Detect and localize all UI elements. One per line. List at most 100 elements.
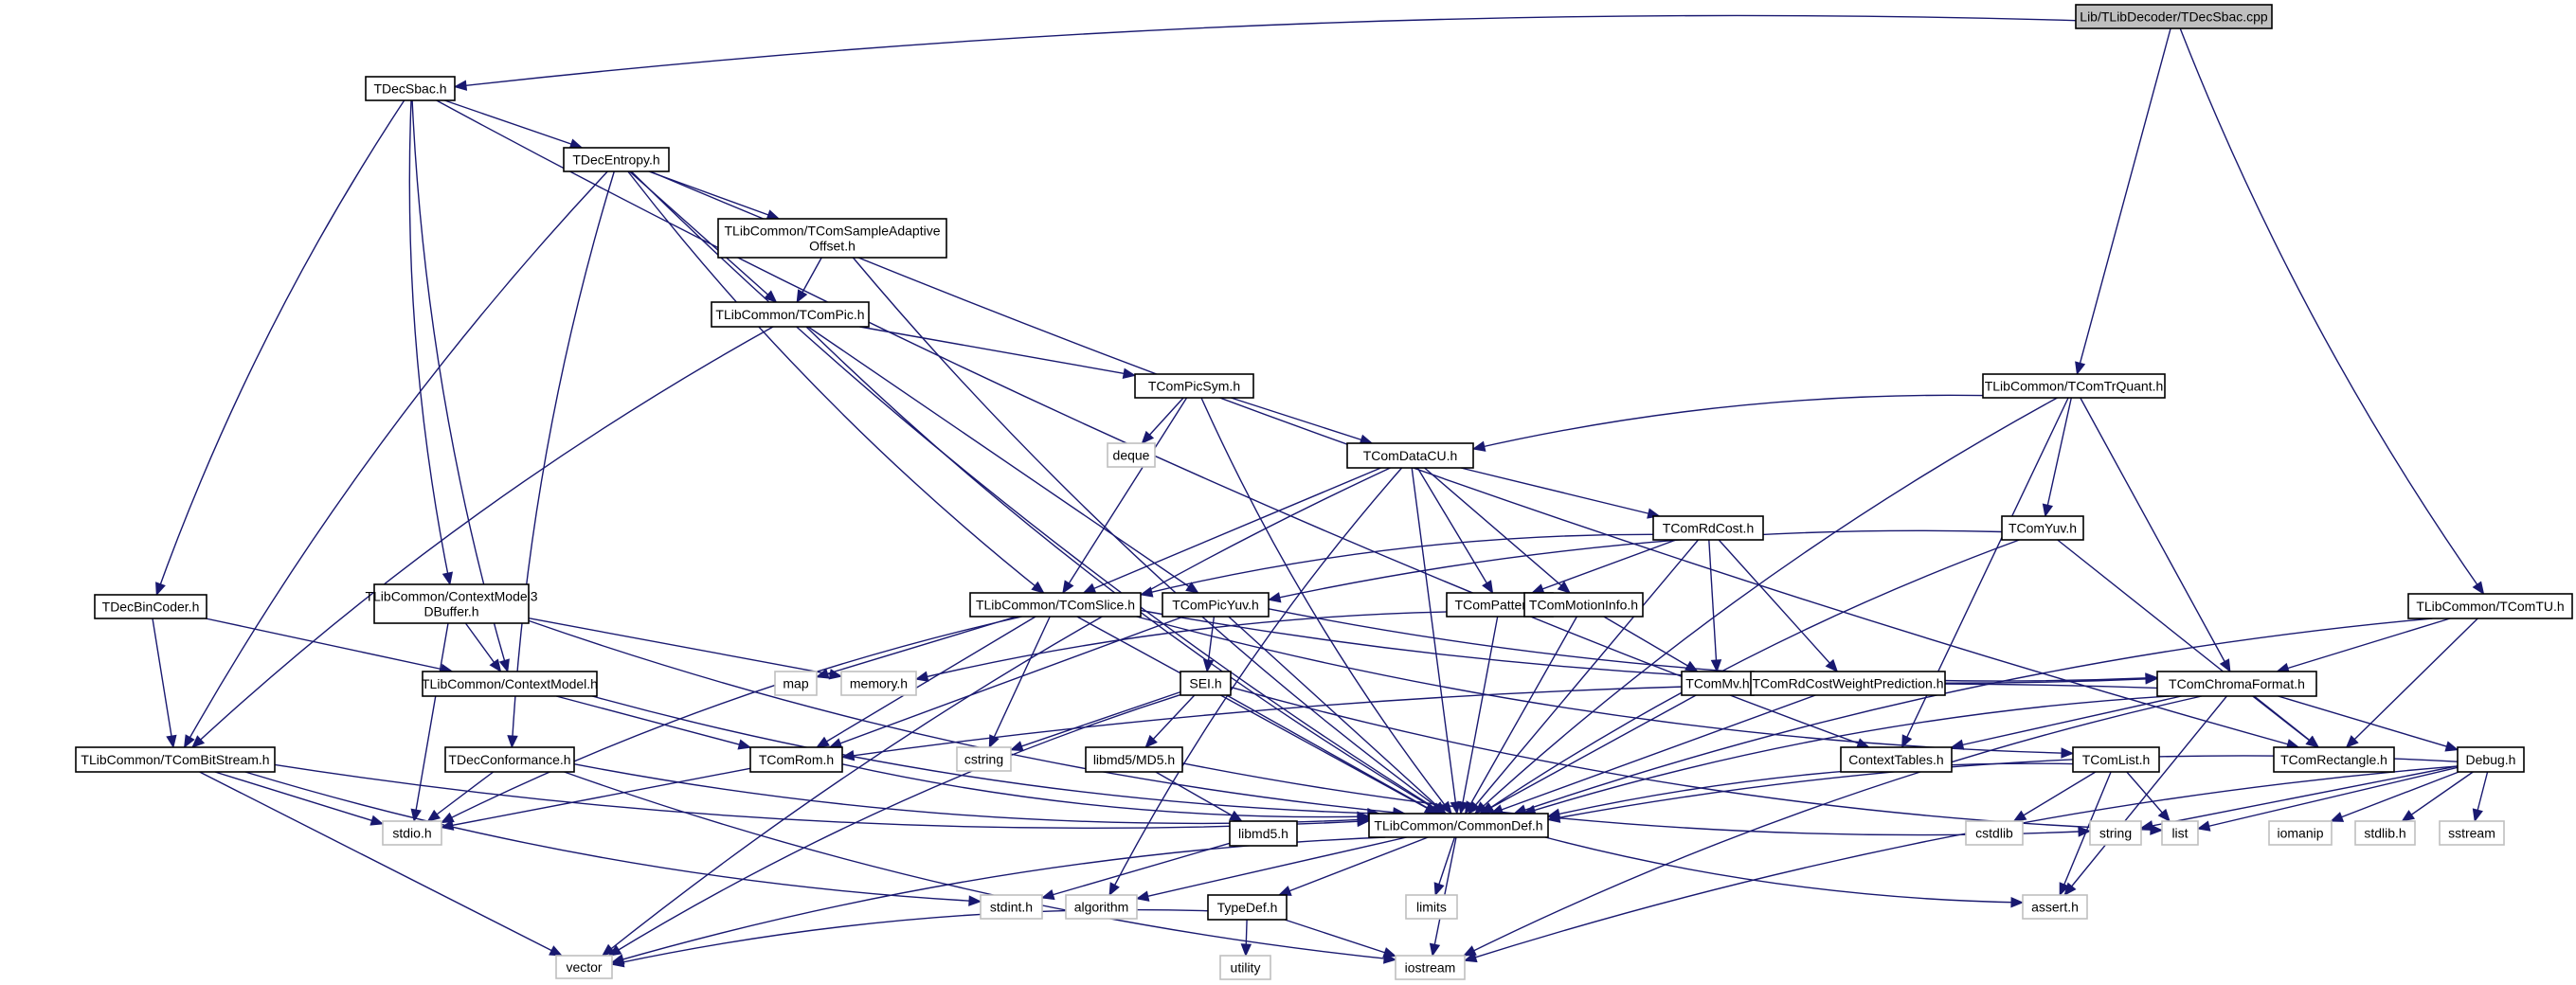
node-label: TLibCommon/TComTrQuant.h — [1985, 379, 2164, 394]
node-label: limits — [1416, 900, 1447, 915]
edge-TComPic-to-TComBitStream — [191, 326, 774, 748]
node-Debug[interactable]: Debug.h — [2457, 746, 2525, 773]
node-libmd5[interactable]: libmd5.h — [1229, 820, 1298, 847]
edge-cpp-to-TComTU — [2179, 27, 2485, 595]
arrowhead-icon — [1267, 592, 1282, 603]
node-TComTU[interactable]: TLibCommon/TComTU.h — [2407, 593, 2573, 619]
arrowhead-icon — [1139, 586, 1154, 598]
node-box — [1065, 894, 1138, 920]
node-TComRdCost[interactable]: TComRdCost.h — [1652, 515, 1764, 541]
edge-TComRdCost-to-TComSlice — [1140, 533, 1654, 596]
node-TComMotionInfo[interactable]: TComMotionInfo.h — [1523, 592, 1644, 618]
arrowhead-icon — [453, 80, 468, 91]
node-label: TComRdCost.h — [1663, 521, 1754, 536]
node-TComRdCostWP[interactable]: TComRdCostWeightPrediction.h — [1750, 671, 1946, 696]
arrowhead-icon — [166, 734, 177, 749]
arrowhead-icon — [2472, 581, 2485, 596]
node-label: TLibCommon/ContextModel3 — [365, 589, 537, 604]
node-box — [1085, 746, 1183, 773]
arrowhead-icon — [2472, 808, 2483, 823]
node-ContextTables[interactable]: ContextTables.h — [1840, 746, 1953, 773]
node-TDecEntropy[interactable]: TDecEntropy.h — [563, 147, 670, 172]
node-box — [1395, 955, 1466, 980]
edge-TComRdCost-to-TComPattern — [1531, 539, 1677, 594]
arrowhead-icon — [968, 895, 982, 906]
node-label: TComDataCU.h — [1363, 448, 1458, 463]
edge-TypeDef-to-iostream — [1284, 919, 1396, 958]
arrowhead-icon — [1062, 580, 1074, 595]
node-box — [2457, 746, 2525, 773]
node-stdio: stdio.h — [382, 820, 442, 846]
edge-TComBitStream-to-vector — [199, 771, 563, 957]
node-label: cstdlib — [1975, 826, 2013, 841]
node-box — [1405, 894, 1458, 920]
node-box — [555, 955, 613, 979]
node-TComTrQuant[interactable]: TLibCommon/TComTrQuant.h — [1982, 373, 2166, 399]
node-TComPic[interactable]: TLibCommon/TComPic.h — [711, 301, 870, 328]
node-TComList[interactable]: TComList.h — [2072, 746, 2160, 773]
node-TComPicSym[interactable]: TComPicSym.h — [1134, 373, 1254, 399]
node-TComPicYuv[interactable]: TComPicYuv.h — [1162, 592, 1270, 618]
node-label: DBuffer.h — [423, 604, 478, 619]
node-TComSlice[interactable]: TLibCommon/TComSlice.h — [969, 592, 1142, 618]
edge-TComMotionInfo-to-TComMv — [1603, 616, 1699, 672]
node-label: iostream — [1405, 960, 1456, 976]
node-label: TComMotionInfo.h — [1529, 598, 1638, 613]
arrowhead-icon — [1463, 952, 1478, 963]
nodes-layer: Lib/TLibDecoder/TDecSbac.cppTDecSbac.hTD… — [75, 4, 2573, 980]
edge-TDecSbac-to-TDecEntropy — [444, 99, 583, 149]
node-TComYuv[interactable]: TComYuv.h — [2001, 515, 2084, 541]
arrowhead-icon — [1710, 659, 1722, 673]
edge-TComSlice-to-map — [816, 616, 1017, 678]
edge-SEI-to-cstring — [1010, 690, 1181, 751]
node-label: TComRectangle.h — [2280, 752, 2387, 767]
arrowhead-icon — [816, 736, 830, 748]
node-SEI[interactable]: SEI.h — [1180, 671, 1232, 696]
node-TDecBinCoder[interactable]: TDecBinCoder.h — [94, 594, 207, 619]
node-TDecConformance[interactable]: TDecConformance.h — [444, 746, 575, 773]
node-box — [1965, 820, 2024, 846]
node-TComMv[interactable]: TComMv.h — [1681, 671, 1755, 696]
node-TComChromaFormat[interactable]: TComChromaFormat.h — [2156, 671, 2317, 697]
node-cpp[interactable]: Lib/TLibDecoder/TDecSbac.cpp — [2075, 4, 2273, 29]
edge-TComChromaFormat-to-Debug — [2278, 695, 2459, 751]
edge-TComPic-to-TComPicYuv — [807, 326, 1199, 594]
node-stdlib: stdlib.h — [2354, 820, 2416, 846]
node-TypeDef[interactable]: TypeDef.h — [1207, 894, 1288, 921]
edge-SEI-to-CommonDef — [1226, 694, 1438, 815]
node-TDecSbac[interactable]: TDecSbac.h — [365, 76, 456, 101]
arrowhead-icon — [1382, 947, 1397, 958]
edge-Debug-to-iomanip — [2331, 771, 2459, 822]
node-TComRom[interactable]: TComRom.h — [749, 746, 843, 773]
node-TComBitStream[interactable]: TLibCommon/TComBitStream.h — [75, 746, 276, 773]
node-label: TComPattern.h — [1455, 598, 1545, 613]
node-label: ContextTables.h — [1848, 752, 1943, 767]
arrowhead-icon — [2219, 658, 2231, 673]
node-label: TLibCommon/TComSlice.h — [976, 598, 1135, 613]
arrowhead-icon — [489, 658, 502, 673]
node-label: iomanip — [2277, 826, 2323, 841]
node-box — [2407, 593, 2573, 619]
arrowhead-icon — [2139, 820, 2154, 832]
edge-TComPicYuv-to-TComRom — [829, 616, 1184, 748]
node-ContextModel[interactable]: TLibCommon/ContextModel.h — [422, 671, 598, 697]
arrowhead-icon — [1277, 886, 1292, 896]
node-list: list — [2161, 820, 2199, 846]
edge-CM3D-to-memory — [528, 618, 842, 677]
node-label: TLibCommon/TComPic.h — [715, 307, 864, 322]
node-CommonDef[interactable]: TLibCommon/CommonDef.h — [1368, 813, 1549, 838]
node-TComRectangle[interactable]: TComRectangle.h — [2273, 746, 2395, 773]
edge-TComRdCost-to-TComRdCostWP — [1718, 539, 1838, 672]
edge-TComTrQuant-to-ContextTables — [1901, 397, 2069, 748]
arrowhead-icon — [1040, 889, 1055, 901]
node-TComDataCU[interactable]: TComDataCU.h — [1346, 442, 1474, 469]
arrowhead-icon — [1135, 890, 1150, 902]
edge-TComList-to-cstdlib — [2013, 771, 2097, 822]
node-label: TDecBinCoder.h — [102, 600, 200, 615]
node-MD5[interactable]: libmd5/MD5.h — [1085, 746, 1183, 773]
edge-TComTrQuant-to-CommonDef — [1474, 397, 2058, 815]
edge-TComPic-to-CommonDef — [805, 326, 1444, 815]
